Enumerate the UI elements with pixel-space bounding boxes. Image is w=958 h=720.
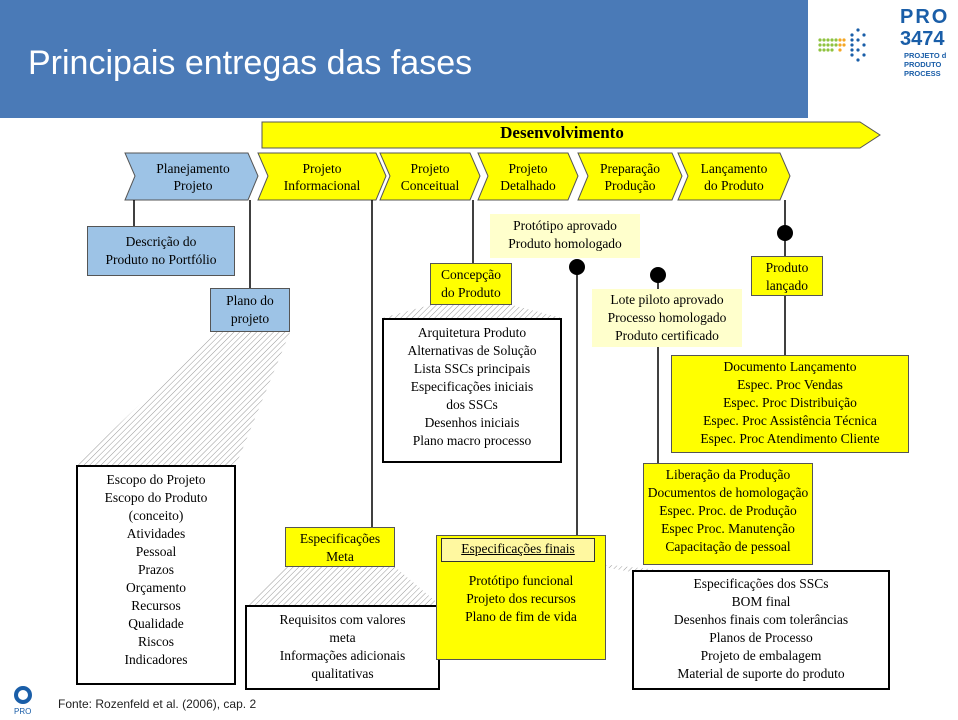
phase-chevron-lancamento: [677, 152, 791, 201]
box-especificacoes-finais: Especificações finais Protótipo funciona…: [436, 535, 606, 660]
logo-sub-3: PROCESS: [904, 69, 941, 78]
hatch-meta: [245, 567, 440, 605]
banner-label: Desenvolvimento: [500, 123, 624, 142]
hatch-concepcao: [382, 305, 562, 318]
phase-chevron-planejamento: [124, 152, 259, 201]
phase-chevron-detalhado: [477, 152, 579, 201]
logo-number: 3474: [900, 28, 945, 50]
phase-chevron-conceitual: [379, 152, 481, 201]
logo-sub-2: PRODUTO: [904, 60, 942, 69]
slide-title: Principais entregas das fases: [28, 44, 473, 82]
logo-dots-icon: [818, 28, 866, 62]
source-footer: Fonte: Rozenfeld et al. (2006), cap. 2: [58, 697, 257, 711]
logo-sub-1: PROJETO d: [904, 51, 947, 60]
milestone-dot-lancamento: [777, 225, 793, 241]
pro-logo-icon: [14, 686, 32, 704]
pro-logo-text: PRO: [14, 707, 32, 716]
phase-chevron-preparacao: [577, 152, 683, 201]
phase-chevron-informacional: [257, 152, 387, 201]
title-bar: Principais entregas das fases: [0, 0, 808, 118]
milestone-dot-preparacao: [650, 267, 666, 283]
logo-text: PRO: [900, 6, 950, 28]
hatch-plano: [76, 332, 290, 465]
especificacoes-finais-title: Especificações finais: [441, 538, 595, 562]
development-banner: [261, 121, 881, 149]
logo: [808, 0, 958, 118]
milestone-dot-detalhado: [569, 259, 585, 275]
